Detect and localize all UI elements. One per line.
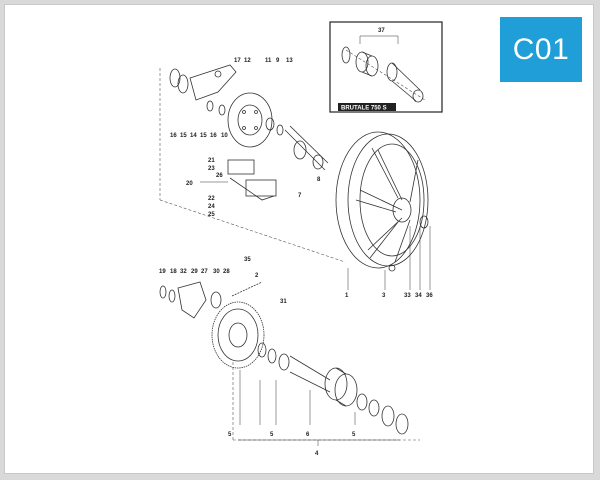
- label-16a: 16: [170, 133, 177, 139]
- label-22: 22: [208, 196, 215, 202]
- label-35: 35: [244, 257, 251, 263]
- label-10: 10: [221, 133, 228, 139]
- label-2: 2: [255, 273, 259, 279]
- label-33: 33: [404, 293, 411, 299]
- label-5b: 5: [270, 432, 274, 438]
- label-23: 23: [208, 166, 215, 172]
- inset-title: BRUTALE 750 S: [341, 106, 387, 112]
- label-28: 28: [223, 269, 230, 275]
- label-25: 25: [208, 212, 215, 218]
- page-frame: [4, 4, 594, 474]
- lower-assembly: [159, 281, 409, 446]
- label-37: 37: [378, 28, 385, 34]
- label-29: 29: [191, 269, 198, 275]
- label-32: 32: [180, 269, 187, 275]
- label-24: 24: [208, 204, 215, 210]
- label-5c: 5: [352, 432, 356, 438]
- label-3: 3: [382, 293, 386, 299]
- label-12: 12: [244, 58, 251, 64]
- label-8: 8: [317, 177, 321, 183]
- part-labels: 17 12 11 9 13 16 15 14 15 16 10 21 23 26…: [159, 58, 433, 457]
- upper-assembly: [169, 64, 329, 201]
- label-36: 36: [426, 293, 433, 299]
- label-9: 9: [276, 58, 280, 64]
- label-21: 21: [208, 158, 215, 164]
- label-11: 11: [265, 58, 272, 64]
- label-34: 34: [415, 293, 422, 299]
- label-15b: 15: [200, 133, 207, 139]
- label-30: 30: [213, 269, 220, 275]
- label-14: 14: [190, 133, 197, 139]
- label-17: 17: [234, 58, 241, 64]
- label-26: 26: [216, 173, 223, 179]
- label-20: 20: [186, 181, 193, 187]
- label-4: 4: [315, 451, 319, 457]
- label-5a: 5: [228, 432, 232, 438]
- label-13: 13: [286, 58, 293, 64]
- inset-box: BRUTALE 750 S 37: [329, 21, 443, 113]
- label-27: 27: [201, 269, 208, 275]
- rear-wheel: [335, 131, 431, 290]
- label-31: 31: [280, 299, 287, 305]
- label-6: 6: [306, 432, 310, 438]
- label-1: 1: [345, 293, 349, 299]
- label-18: 18: [170, 269, 177, 275]
- label-7: 7: [298, 193, 302, 199]
- label-16b: 16: [210, 133, 217, 139]
- label-15a: 15: [180, 133, 187, 139]
- label-19: 19: [159, 269, 166, 275]
- section-code-badge: C01: [500, 17, 582, 82]
